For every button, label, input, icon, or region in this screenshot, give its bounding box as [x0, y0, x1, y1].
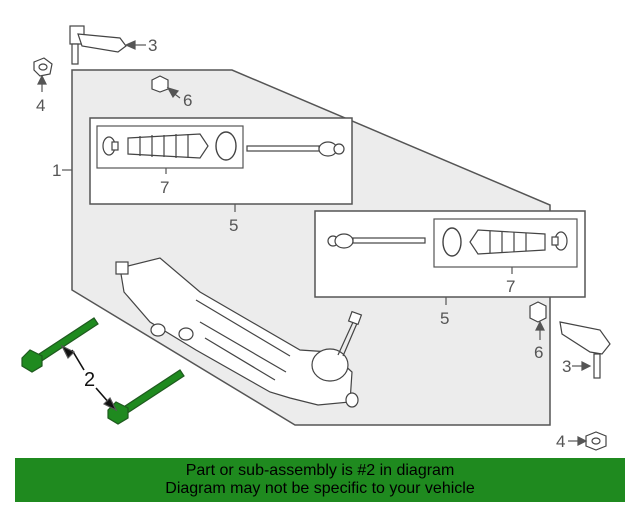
banner-line-2: Diagram may not be specific to your vehi… — [165, 480, 475, 497]
inner-tie-rod-left — [246, 141, 345, 157]
part-info-banner: Part or sub-assembly is #2 in diagram Di… — [15, 458, 625, 502]
callout-1: 1 — [52, 161, 61, 180]
bellows-boot-right — [469, 229, 546, 255]
nut-top — [33, 57, 53, 77]
callout-2: 2 — [84, 369, 95, 391]
boot-clamp-right — [551, 231, 568, 251]
callout-7-left: 7 — [160, 178, 169, 197]
callout-4-bottom: 4 — [556, 432, 565, 451]
steering-rack-housing — [115, 257, 363, 408]
inner-tie-rod-right — [327, 233, 426, 249]
boot-ring-left — [215, 131, 237, 161]
bolt-upper — [21, 317, 99, 373]
bolt-lower — [107, 369, 185, 425]
callout-6-right: 6 — [534, 343, 543, 362]
banner-line-1: Part or sub-assembly is #2 in diagram — [185, 462, 455, 479]
callout-5-left: 5 — [229, 216, 238, 235]
callout-4-top: 4 — [36, 96, 45, 115]
nut-bottom — [585, 431, 607, 451]
boot-ring-right — [442, 227, 462, 257]
callout-6-top: 6 — [183, 91, 192, 110]
leader-lines — [37, 40, 592, 446]
callout-7-right: 7 — [506, 277, 515, 296]
bellows-boot-left — [127, 133, 209, 159]
callout-3-top: 3 — [148, 36, 157, 55]
callout-3-right: 3 — [562, 357, 571, 376]
cap-right — [529, 301, 547, 323]
tie-rod-end-right — [559, 321, 611, 379]
tie-rod-end-top — [69, 25, 127, 65]
boot-clamp-left — [102, 136, 119, 156]
callout-5-right: 5 — [440, 309, 449, 328]
cap-top — [151, 75, 169, 93]
